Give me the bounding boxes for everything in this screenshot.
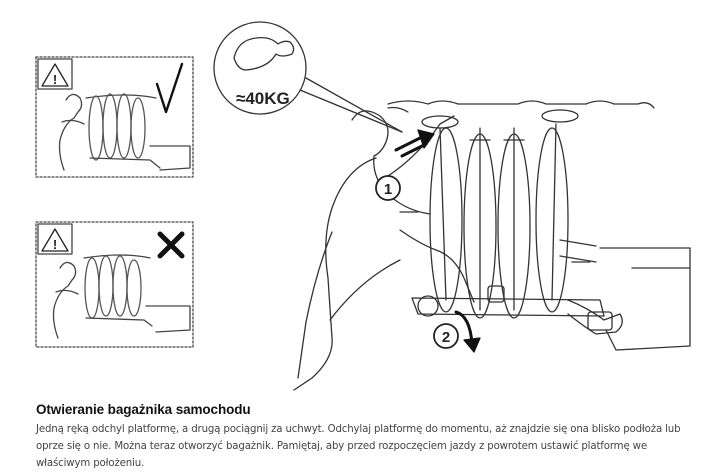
pull-down-arrow-icon: [454, 310, 481, 353]
check-mark-icon: [155, 62, 184, 114]
warning-triangle-icon: !: [37, 58, 73, 90]
cross-mark-icon: [157, 231, 185, 259]
main-scene: [293, 100, 691, 391]
caption: Otwieranie bagażnika samochodu Jedną ręk…: [36, 402, 686, 472]
correct-usage-panel: !: [35, 56, 194, 178]
weight-label: ≈40KG: [236, 89, 290, 108]
step-two-label: 2: [442, 329, 450, 346]
warning-symbol: !: [53, 72, 57, 87]
wrong-usage-panel: !: [35, 221, 194, 348]
caption-text: Jedną ręką odchyl platformę, a drugą poc…: [36, 424, 681, 469]
person-figure: [293, 110, 475, 391]
step-one-marker: 1: [375, 175, 401, 201]
push-arrow-icon: [394, 129, 435, 158]
step-two-marker: 2: [433, 323, 459, 349]
weight-callout: ≈40KG: [213, 21, 403, 133]
warning-symbol: !: [53, 237, 57, 252]
warning-triangle-icon: !: [37, 223, 73, 255]
instruction-illustration: ! !: [35, 21, 691, 391]
step-one-label: 1: [384, 181, 392, 198]
caption-title: Otwieranie bagażnika samochodu: [36, 402, 251, 417]
flexed-arm-icon: [233, 36, 295, 71]
